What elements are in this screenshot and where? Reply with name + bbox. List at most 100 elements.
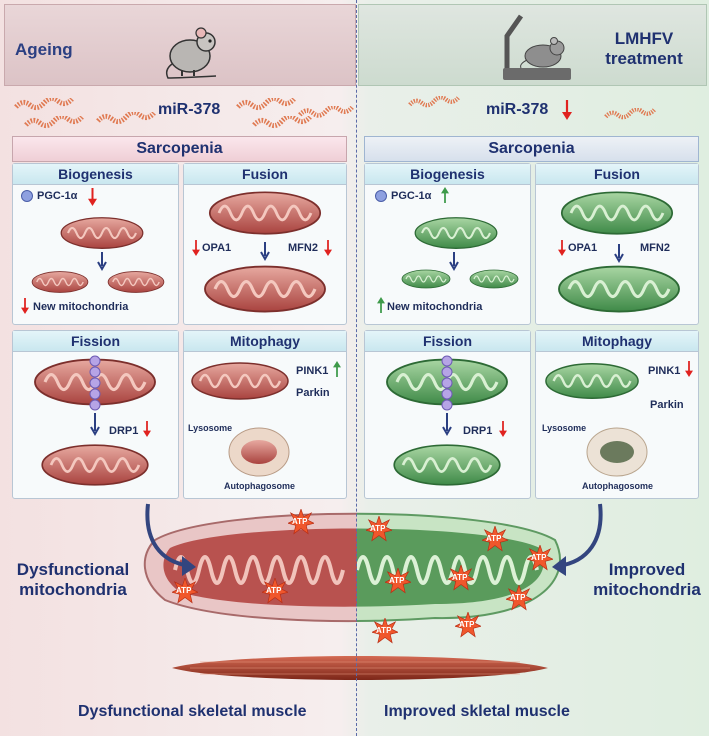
arrow-icon [614,244,624,264]
atp-badge: ATP [288,509,314,540]
pgc-label: PGC-1α [37,190,78,202]
mirna-strand-icon [408,96,460,110]
mirna-strand-icon [24,116,84,130]
mouse-on-vibration-platform-icon [503,14,571,80]
atp-badge: ATP [482,526,508,557]
panel-title: Fusion [184,164,346,185]
autophagosome-label: Autophagosome [582,481,653,491]
ageing-banner: Ageing [4,4,356,86]
down-arrow-icon [88,188,97,206]
lysosome-label: Lysosome [188,423,233,433]
left-sarcopenia-bar: Sarcopenia [12,136,347,162]
mitochondrion-icon [190,359,290,403]
arrow-icon [97,252,107,272]
down-arrow-icon [685,361,693,377]
mitochondrion-icon [544,361,640,401]
atp-badge: ATP [366,516,392,547]
down-arrow-icon [192,240,200,256]
arrow-icon [260,242,270,262]
mitochondrion-icon [413,216,499,250]
right-biogenesis-panel: Biogenesis PGC-1α New mitochondria [364,163,531,325]
left-curved-arrow-icon [145,503,196,576]
arrow-icon [90,413,100,437]
mitochondrion-icon [469,268,519,290]
left-mirna-label: miR-378 [158,101,221,118]
mitochondrion-icon [544,190,690,236]
lysosome-label: Lysosome [542,423,587,433]
mitochondrion-icon [59,216,145,250]
right-curved-arrow-icon [552,503,603,576]
mfn2-label: MFN2 [640,242,670,254]
drp1-label: DRP1 [463,425,493,437]
mitochondrion-icon [31,270,89,294]
left-fusion-panel: Fusion OPA1 MFN2 [183,163,347,325]
mitochondrion-icon [107,270,165,294]
pgc-protein-icon [375,190,387,202]
center-divider [356,0,357,736]
atp-badge: ATP [172,578,198,609]
down-arrow-icon [143,421,151,437]
pink1-label: PINK1 [648,365,681,377]
atp-badge: ATP [506,585,532,616]
ageing-title: Ageing [15,40,73,59]
lmhfv-title: LMHFV treatment [605,29,683,68]
up-arrow-icon [377,296,385,314]
mitochondrion-icon [198,264,332,314]
mitochondrion-icon [377,443,517,487]
left-fission-panel: Fission DRP1 [12,330,179,499]
dysfunctional-muscle-label: Dysfunctional skeletal muscle [78,703,307,720]
panel-title: Mitophagy [184,331,346,352]
right-sarcopenia-bar: Sarcopenia [364,136,699,162]
mitochondrion-icon [25,443,165,487]
pgc-protein-icon [21,190,33,202]
left-mitophagy-panel: Mitophagy PINK1 Parkin Lysosome Autophag… [183,330,347,499]
opa1-label: OPA1 [568,242,598,254]
autophagosome-label: Autophagosome [224,481,295,491]
autophagosome-icon [586,427,648,477]
lmhfv-banner: LMHFV treatment [358,4,707,86]
right-fusion-panel: Fusion OPA1 MFN2 [535,163,699,325]
drp1-ring-icon [441,355,453,411]
right-mirna-label: miR-378 [486,101,549,118]
arrow-icon [449,252,459,272]
mirna-strand-icon [298,106,354,120]
mitochondrion-icon [192,190,338,236]
atp-badge: ATP [262,578,288,609]
mitochondrion-icon [554,264,684,314]
pgc-label: PGC-1α [391,190,432,202]
improved-muscle-label: Improved skletal muscle [384,703,570,720]
opa1-label: OPA1 [202,242,232,254]
up-arrow-icon [441,186,449,204]
down-arrow-icon [324,240,332,256]
mitochondrion-icon [401,268,451,290]
aged-mouse-icon [165,27,217,79]
pink1-label: PINK1 [296,365,329,377]
mirna-strand-icon [96,112,156,126]
panel-title: Fission [13,331,178,352]
panel-title: Fusion [536,164,698,185]
mirna-strand-icon [14,98,74,112]
dysfunctional-mitochondria-label: Dysfunctional mitochondria [16,560,130,599]
down-arrow-icon [499,421,507,437]
down-arrow-icon [21,298,29,314]
new-mito-label: New mitochondria [387,301,483,313]
mirna-strand-icon [604,108,656,122]
right-fission-panel: Fission DRP1 [364,330,531,499]
drp1-ring-icon [89,355,101,411]
arrow-icon [442,413,452,437]
autophagosome-icon [228,427,290,477]
panel-title: Biogenesis [13,164,178,185]
parkin-label: Parkin [650,399,684,411]
atp-badge: ATP [455,612,481,643]
skeletal-muscle-icon [172,656,548,680]
mirna-down-arrow-icon [562,98,572,122]
down-arrow-icon [558,240,566,256]
mfn2-label: MFN2 [288,242,318,254]
parkin-label: Parkin [296,387,330,399]
right-mitophagy-panel: Mitophagy PINK1 Parkin Lysosome Autophag… [535,330,699,499]
new-mito-label: New mitochondria [33,301,129,313]
panel-title: Mitophagy [536,331,698,352]
atp-badge: ATP [372,618,398,649]
mirna-strand-icon [236,98,296,112]
left-biogenesis-panel: Biogenesis PGC-1α New mitochondria [12,163,179,325]
